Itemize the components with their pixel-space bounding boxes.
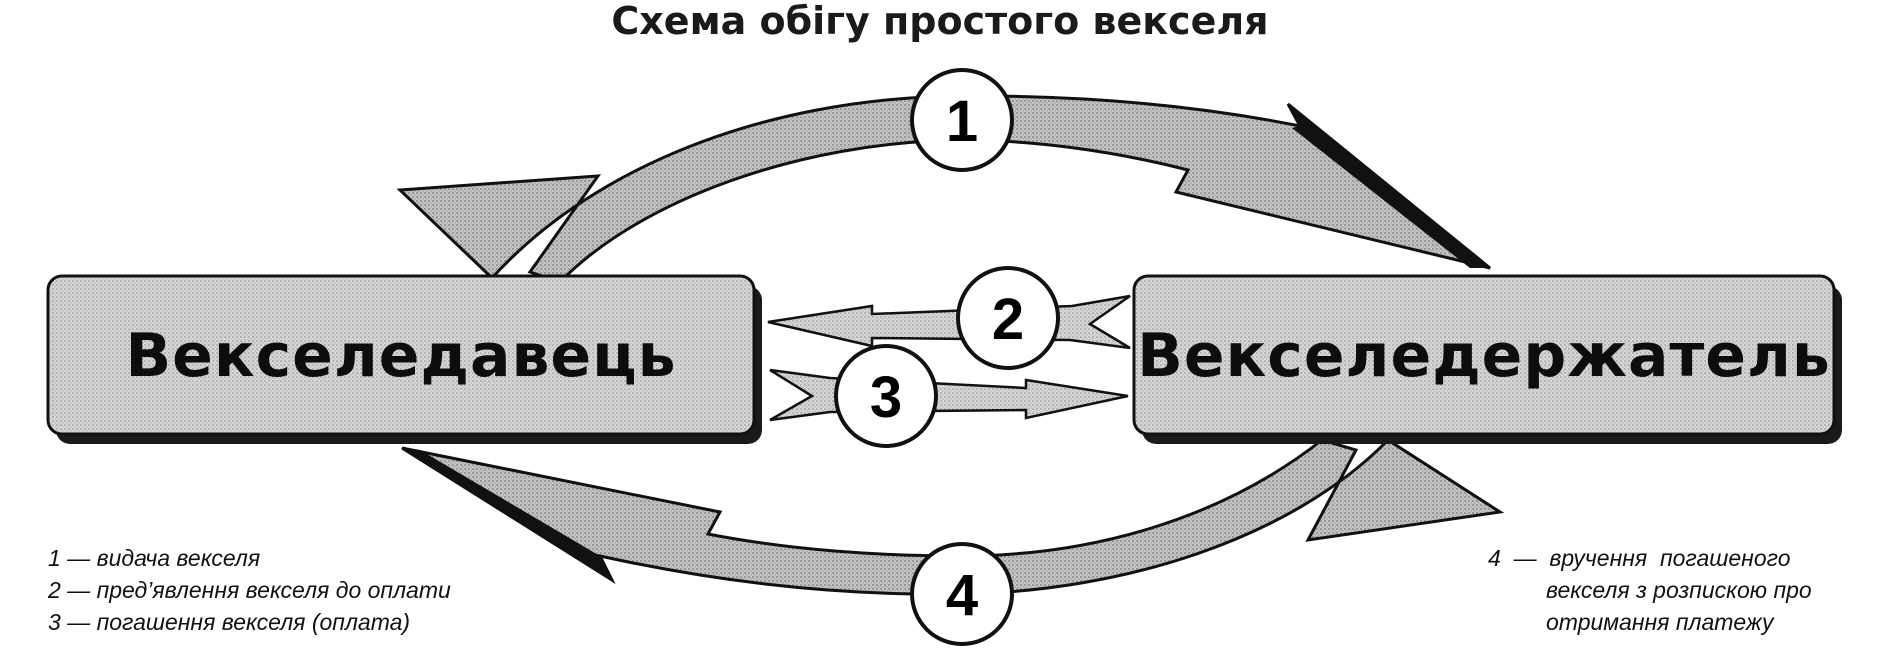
legend-step-4-line-3: отримання платежу	[1546, 609, 1774, 635]
arrow-presentment	[767, 294, 1131, 350]
arrow-payment	[769, 368, 1129, 422]
legend-step-4-line-1: 4 — вручення погашеного	[1488, 545, 1791, 571]
legend-right: 4 — вручення погашеного векселя з розпис…	[1488, 542, 1844, 638]
arrow-return-bottom	[401, 438, 1505, 596]
step-2-marker: 2	[956, 266, 1060, 370]
step-3-marker: 3	[834, 344, 938, 448]
step-2-number: 2	[992, 287, 1024, 352]
holder-box	[1132, 274, 1836, 436]
legend-step-1: 1 — видача векселя	[48, 545, 261, 571]
step-1-number: 1	[946, 89, 978, 154]
legend-step-4-line-2: векселя з розпискою про	[1546, 577, 1812, 603]
holder-label: Векселедержатель	[1137, 321, 1831, 391]
diagram-title: Схема обігу простого векселя	[611, 0, 1268, 43]
legend-step-2: 2 — пред’явлення векселя до оплати	[48, 577, 451, 603]
drawer-label: Векселедавець	[125, 321, 676, 391]
step-1-marker: 1	[910, 68, 1014, 172]
legend-left: 1 — видача векселя 2 — пред’явлення векс…	[48, 542, 451, 638]
step-4-marker: 4	[910, 542, 1014, 646]
step-4-number: 4	[946, 563, 978, 628]
drawer-box	[46, 274, 756, 436]
legend-step-3: 3 — погашення векселя (оплата)	[48, 609, 411, 635]
arrow-issue-top	[396, 94, 1491, 284]
step-3-number: 3	[870, 365, 902, 430]
